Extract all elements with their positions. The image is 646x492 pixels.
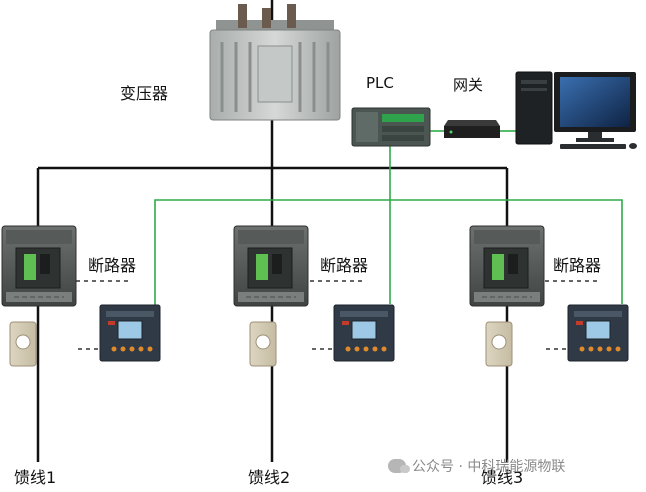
gateway-label: 网关 — [453, 76, 484, 94]
comm-network — [154, 130, 623, 305]
signal-links — [76, 280, 598, 350]
current-transformer-2 — [249, 321, 277, 367]
gateway-icon — [444, 120, 500, 138]
protection-meter-3 — [567, 304, 629, 362]
computer-icon — [515, 71, 637, 149]
current-transformer-3 — [485, 321, 513, 367]
watermark: 公众号 · 中科瑞能源物联 — [388, 456, 565, 476]
feeder-label-3: 馈线3 — [481, 468, 524, 487]
transformer-icon — [209, 4, 341, 121]
protection-meter-1 — [99, 304, 161, 362]
plc-icon — [351, 107, 431, 147]
circuit-breaker-2 — [233, 225, 309, 307]
current-transformer-1 — [9, 321, 37, 367]
power-network — [36, 0, 509, 462]
breaker-label-1: 断路器 — [88, 256, 137, 275]
circuit-breaker-3 — [469, 225, 545, 307]
feeder-label-2: 馈线2 — [248, 468, 291, 487]
breaker-label-3: 断路器 — [553, 256, 602, 275]
circuit-breaker-1 — [1, 225, 77, 307]
watermark-text: 公众号 · 中科瑞能源物联 — [412, 459, 566, 475]
transformer-label: 变压器 — [120, 84, 169, 103]
protection-meter-2 — [333, 304, 395, 362]
wechat-icon — [388, 459, 410, 473]
feeder-label-1: 馈线1 — [14, 468, 57, 487]
breaker-label-2: 断路器 — [320, 256, 369, 275]
comm-bus-line — [154, 199, 623, 305]
plc-label: PLC — [366, 74, 394, 92]
